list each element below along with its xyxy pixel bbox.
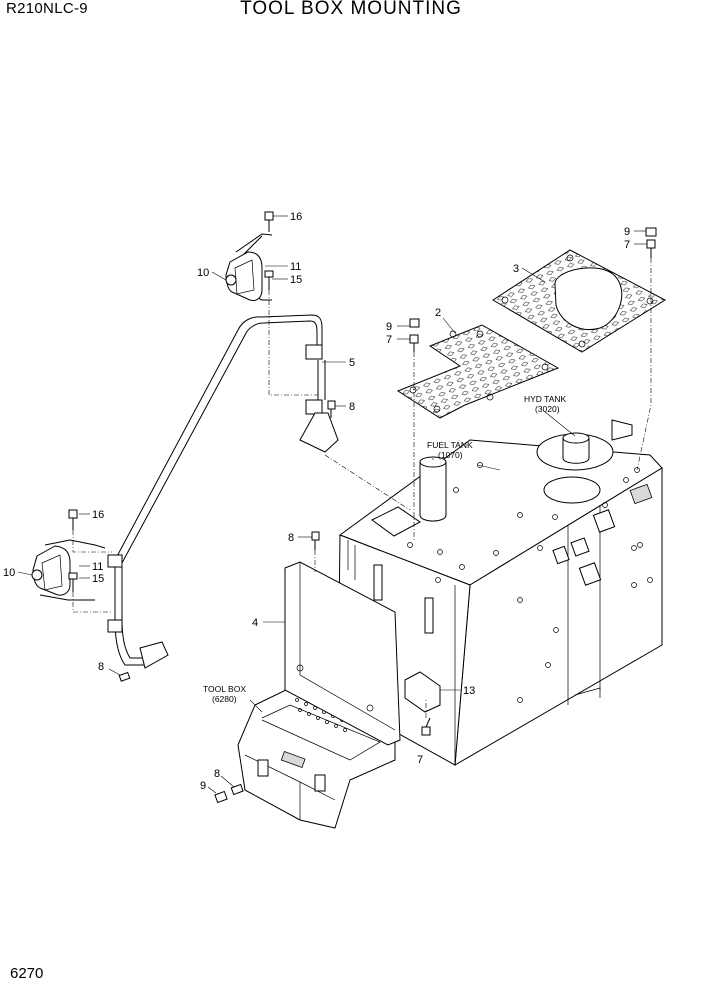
checker-plate-2 (396, 324, 560, 419)
checker-plate-3 (492, 249, 667, 353)
callout-labels: 16 11 15 10 5 8 9 7 2 3 9 7 16 10 11 15 … (3, 211, 630, 792)
leader-lines (17, 215, 652, 794)
callout-9: 9 (200, 780, 206, 792)
callout-8: 8 (98, 661, 104, 673)
tool-box-ref: (6280) (212, 694, 237, 704)
callout-11: 11 (290, 261, 301, 273)
hyd-tank-ref: (3020) (535, 404, 560, 414)
callout-11: 11 (92, 561, 103, 573)
callout-13: 13 (463, 685, 475, 697)
callout-7: 7 (417, 754, 423, 766)
tank-assembly (337, 419, 663, 766)
callout-3: 3 (513, 263, 519, 275)
callout-7: 7 (624, 239, 630, 251)
fastener-icons (68, 211, 657, 804)
model-number: R210NLC-9 (6, 0, 88, 17)
page-number: 6270 (10, 965, 44, 982)
callout-16: 16 (92, 509, 104, 521)
tool-box-label: TOOL BOX (203, 684, 246, 694)
callout-9: 9 (386, 321, 392, 333)
callout-10: 10 (3, 567, 15, 579)
callout-5: 5 (349, 357, 355, 369)
callout-4: 4 (252, 617, 258, 629)
page-title: TOOL BOX MOUNTING (240, 0, 462, 19)
callout-16: 16 (290, 211, 302, 223)
callout-8: 8 (214, 768, 220, 780)
fuel-tank-ref: (1070) (438, 450, 463, 460)
callout-15: 15 (92, 573, 104, 585)
callout-10: 10 (197, 267, 209, 279)
callout-7: 7 (386, 334, 392, 346)
callout-8: 8 (288, 532, 294, 544)
callout-8: 8 (349, 401, 355, 413)
mirror-stay-assembly (31, 233, 339, 669)
fuel-tank-label: FUEL TANK (427, 440, 473, 450)
callout-15: 15 (290, 274, 302, 286)
tool-box-lid (284, 561, 401, 746)
hyd-tank-label: HYD TANK (524, 394, 567, 404)
callout-2: 2 (435, 307, 441, 319)
callout-9: 9 (624, 226, 630, 238)
